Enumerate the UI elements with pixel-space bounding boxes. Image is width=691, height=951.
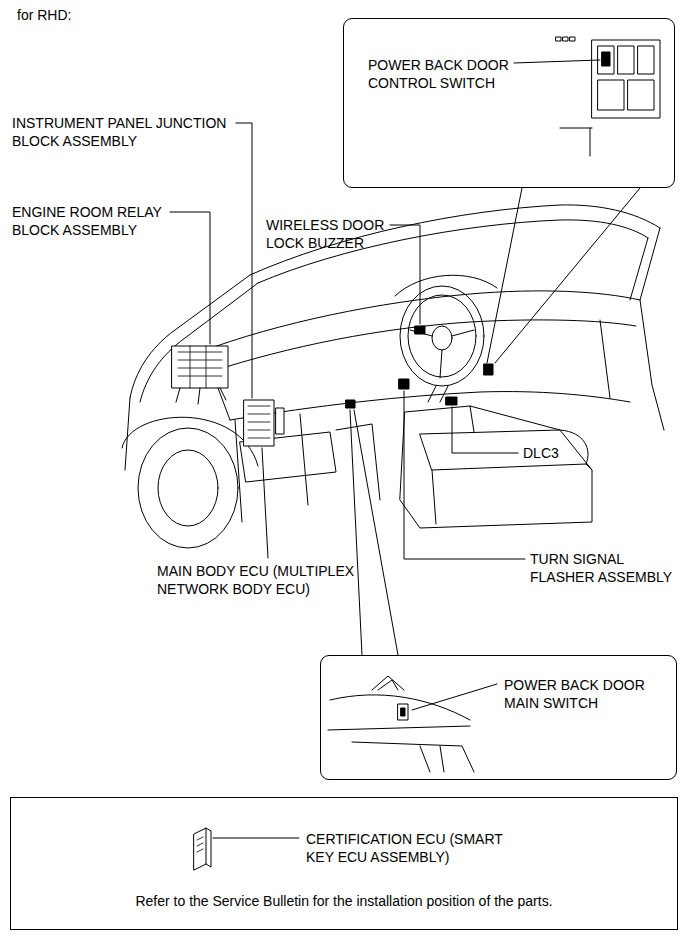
- note-text: Refer to the Service Bulletin for the in…: [11, 892, 677, 910]
- part-label: MAIN BODY ECU (MULTIPLEX NETWORK BODY EC…: [157, 562, 362, 598]
- part-label: TURN SIGNAL FLASHER ASSEMBLY: [530, 550, 680, 586]
- part-label: WIRELESS DOOR LOCK BUZZER: [266, 216, 401, 252]
- part-label: POWER BACK DOOR MAIN SWITCH: [504, 676, 664, 712]
- part-label: INSTRUMENT PANEL JUNCTION BLOCK ASSEMBLY: [12, 114, 252, 150]
- view-heading: for RHD:: [17, 6, 71, 24]
- note-box: CERTIFICATION ECU (SMART KEY ECU ASSEMBL…: [10, 797, 678, 930]
- part-label: ENGINE ROOM RELAY BLOCK ASSEMBLY: [12, 203, 187, 239]
- part-label: POWER BACK DOOR CONTROL SWITCH: [368, 56, 528, 92]
- part-label: DLC3: [523, 444, 559, 462]
- callout-box: POWER BACK DOOR CONTROL SWITCH: [343, 18, 675, 188]
- callout-box: POWER BACK DOOR MAIN SWITCH: [320, 655, 677, 780]
- part-label: CERTIFICATION ECU (SMART KEY ECU ASSEMBL…: [306, 830, 521, 866]
